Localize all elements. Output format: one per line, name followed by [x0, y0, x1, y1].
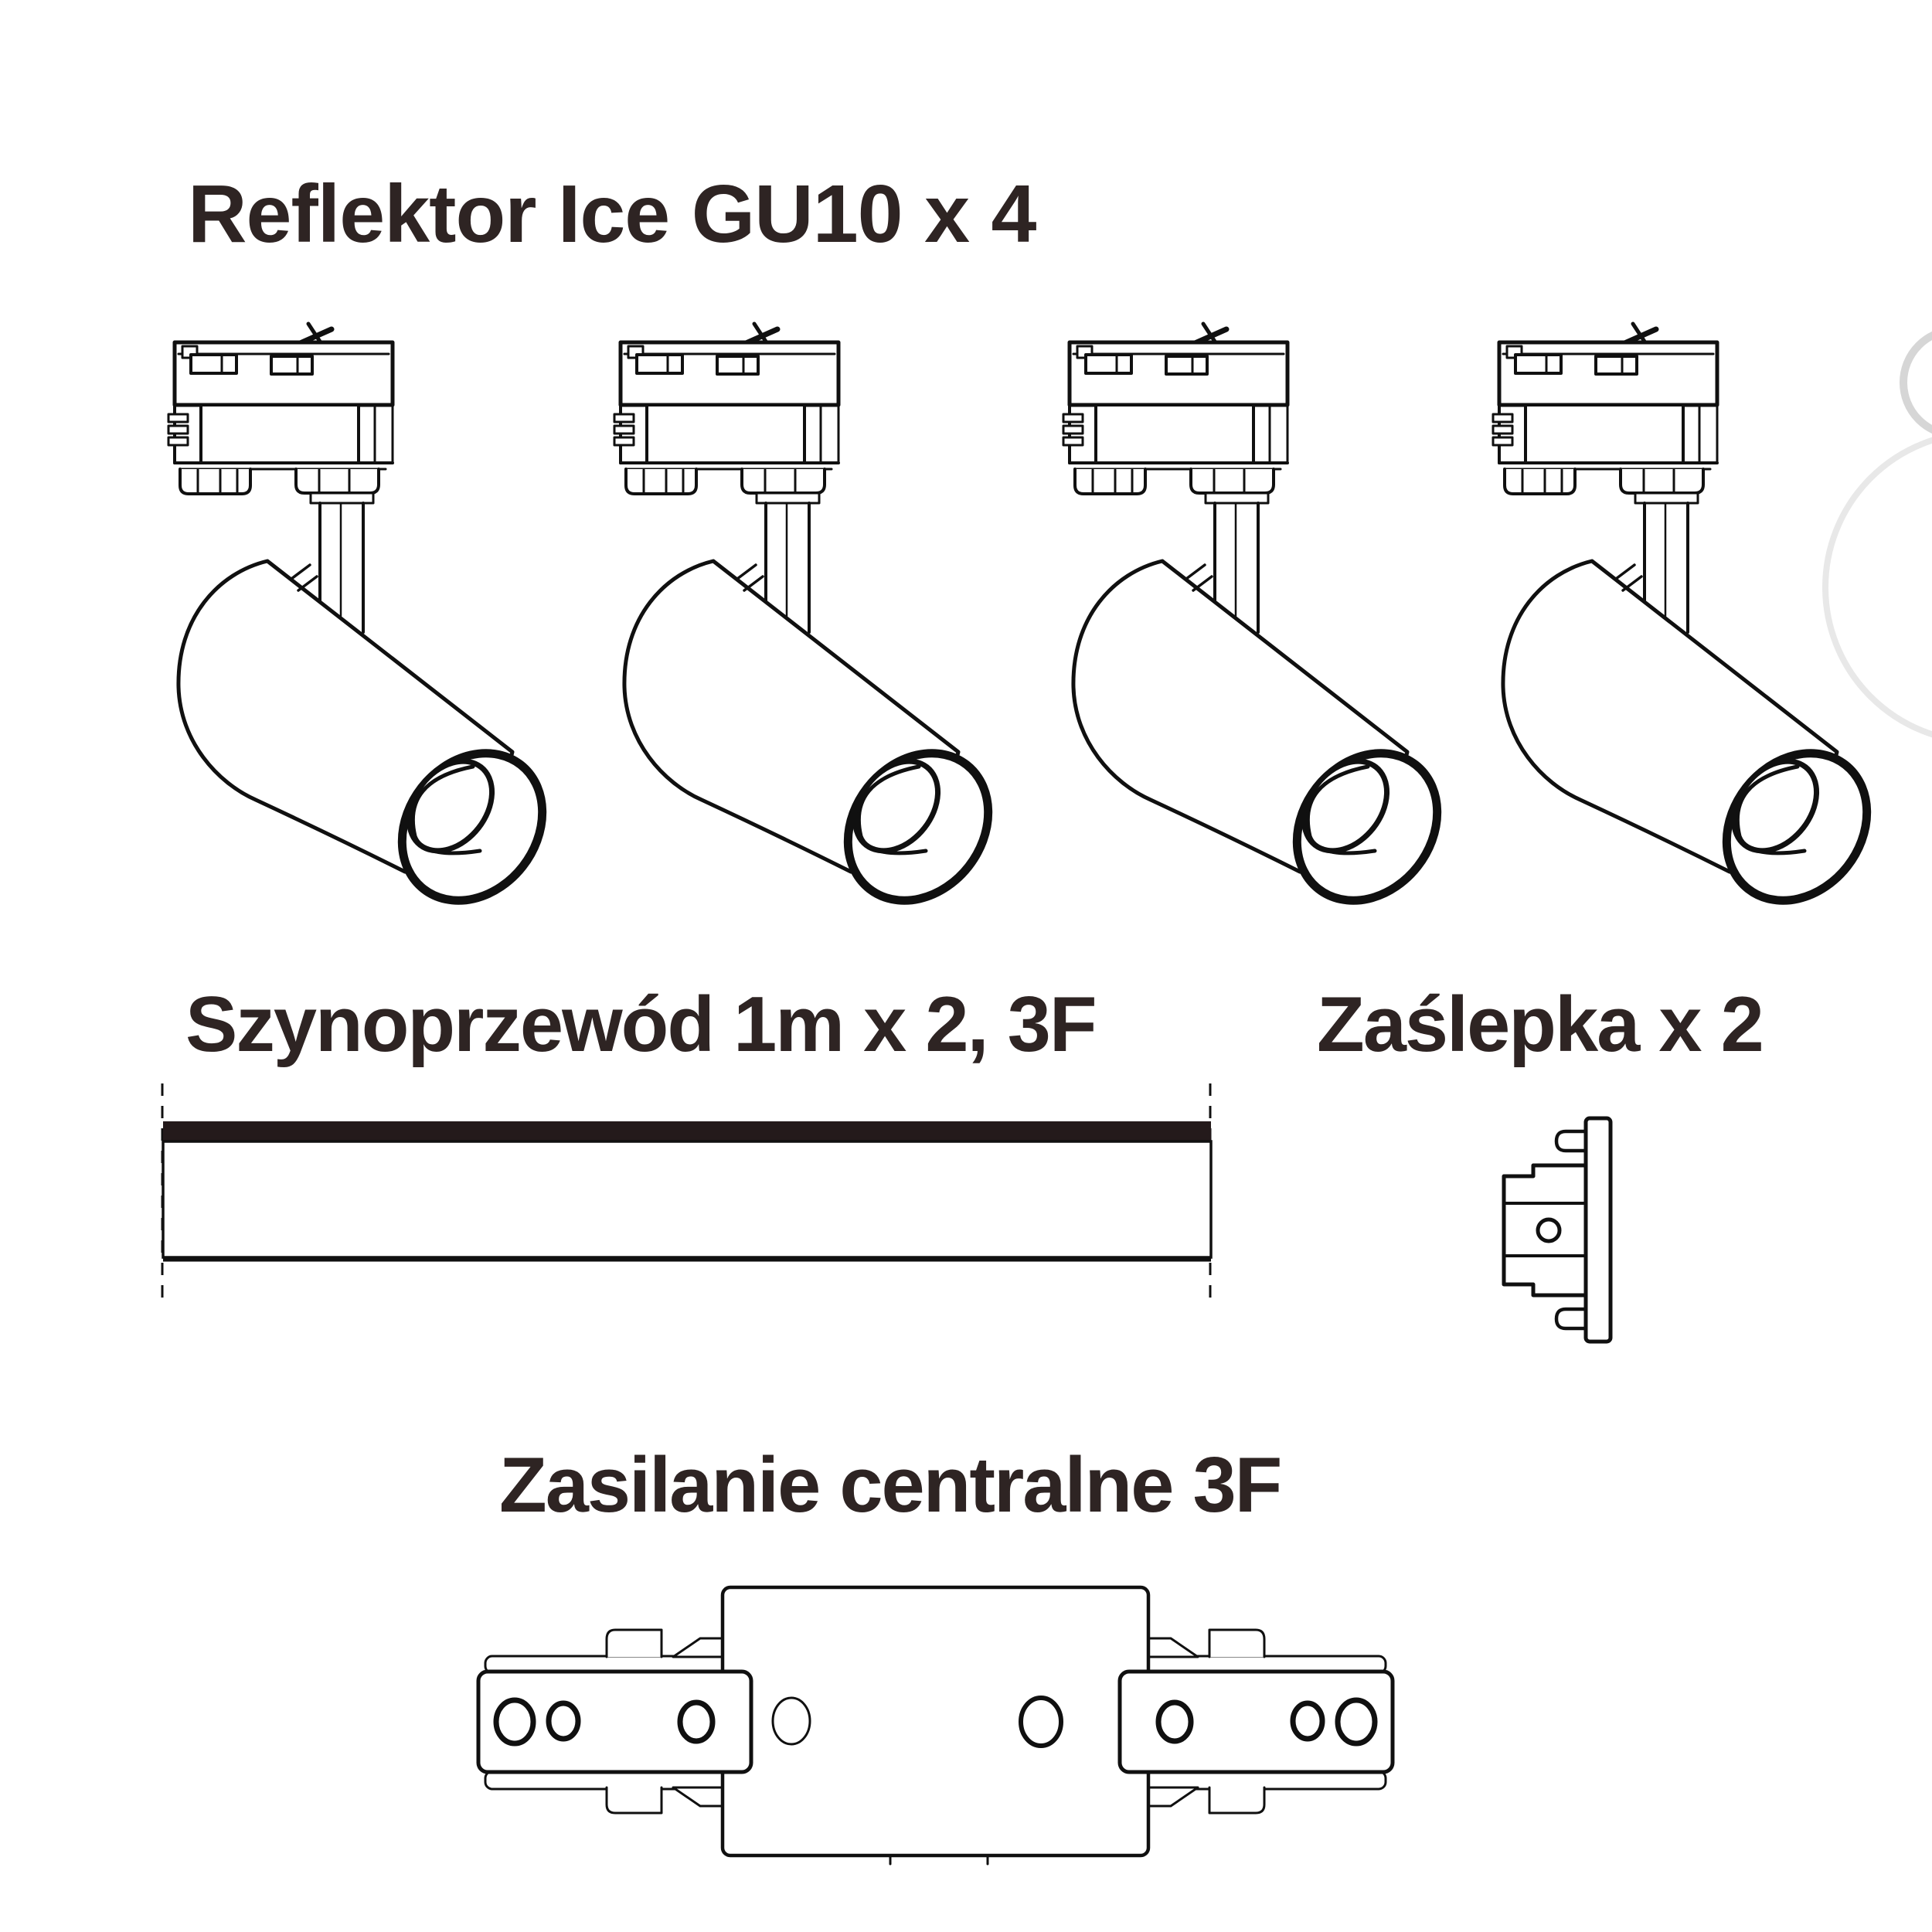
spotlight-drawing-1 — [168, 324, 571, 928]
spotlight-drawing-3 — [1063, 324, 1466, 928]
endcap-drawing — [1502, 1116, 1613, 1344]
watermark-arcs — [1822, 331, 1932, 738]
track-rail-drawing — [161, 1083, 1213, 1308]
power-feed-drawing — [476, 1585, 1395, 1866]
track-body — [162, 1140, 1213, 1259]
power-feed-right-arm — [1117, 1669, 1395, 1774]
endcap-plate — [1583, 1116, 1613, 1344]
spotlight-drawing-4 — [1493, 324, 1896, 928]
endcap-section-label: Zaślepka x 2 — [1317, 981, 1764, 1068]
track-top-channel — [163, 1121, 1211, 1141]
spotlight-drawing-2 — [614, 324, 1017, 928]
spotlights-row — [168, 324, 1896, 928]
power-feed-left-arm — [476, 1669, 753, 1774]
power-feed-box — [720, 1585, 1151, 1858]
track-section-label: Szynoprzewód 1m x 2, 3F — [185, 981, 1097, 1068]
power-feed-section-label: Zasilanie centralne 3F — [499, 1442, 1282, 1529]
spotlights-section-label: Reflektor Ice GU10 x 4 — [188, 168, 1036, 260]
